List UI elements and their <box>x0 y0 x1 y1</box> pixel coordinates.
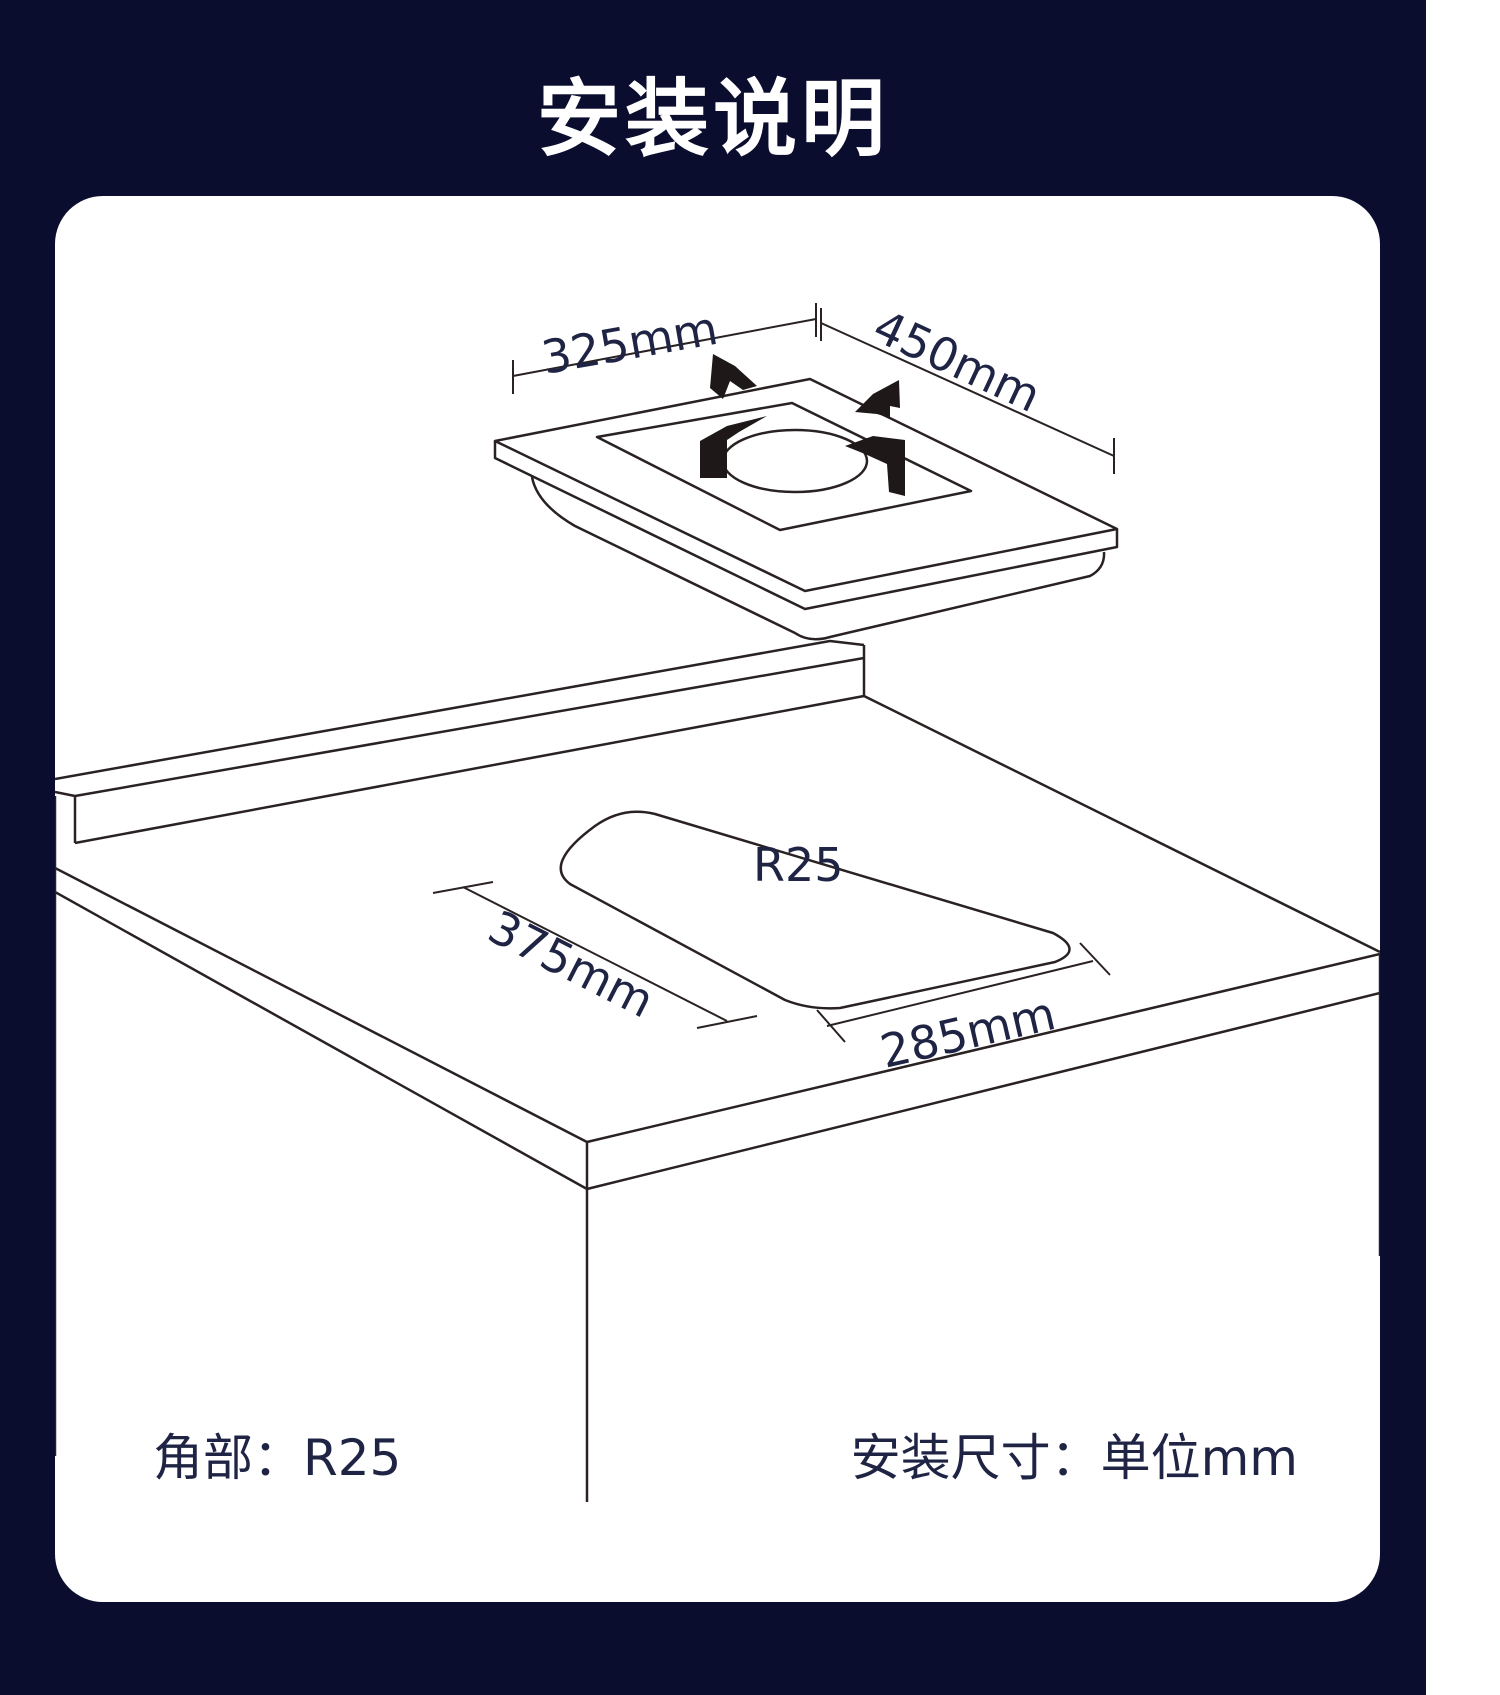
page-background: 安装说明 <box>0 0 1426 1695</box>
hob-tray <box>530 476 1106 641</box>
pan-support-top-left <box>710 354 757 399</box>
cutout-corner-label: R25 <box>753 838 844 892</box>
pan-support-top-right <box>855 380 900 418</box>
hob-dimension-lines <box>512 303 1115 474</box>
units-caption: 安装尺寸：单位mm <box>850 1429 1298 1487</box>
backsplash-base <box>74 694 865 845</box>
hob-width-label: 325mm <box>538 301 722 385</box>
diagram-card: 325mm 450mm R25 375mm 285mm 角部：R25 安装尺寸：… <box>55 196 1380 1602</box>
counter-edge-right <box>586 991 1380 1191</box>
pan-support-left <box>700 416 767 478</box>
installation-diagram: 325mm 450mm R25 375mm 285mm <box>55 299 1380 1502</box>
backsplash-front-top <box>55 656 865 798</box>
hob-plate-edge <box>493 441 1119 611</box>
corner-radius-caption: 角部：R25 <box>153 1429 402 1487</box>
page-title: 安装说明 <box>536 70 889 168</box>
pan-support-right <box>845 436 905 496</box>
hob-drawing <box>493 377 1119 641</box>
backsplash-top <box>55 639 865 781</box>
counter-front-left <box>55 866 588 1144</box>
counter-right-edge <box>863 694 1380 954</box>
counter-front-right <box>586 952 1380 1144</box>
hob-pan-supports <box>700 354 905 496</box>
hob-burner-ring <box>721 428 869 494</box>
right-margin-strip <box>1426 0 1500 1695</box>
hob-burner-recess <box>595 401 973 532</box>
counter-cutout <box>559 810 1071 1010</box>
counter-drawing <box>55 639 1380 1502</box>
counter-edge-left <box>55 890 588 1191</box>
cutout-width-label: 285mm <box>875 986 1060 1079</box>
